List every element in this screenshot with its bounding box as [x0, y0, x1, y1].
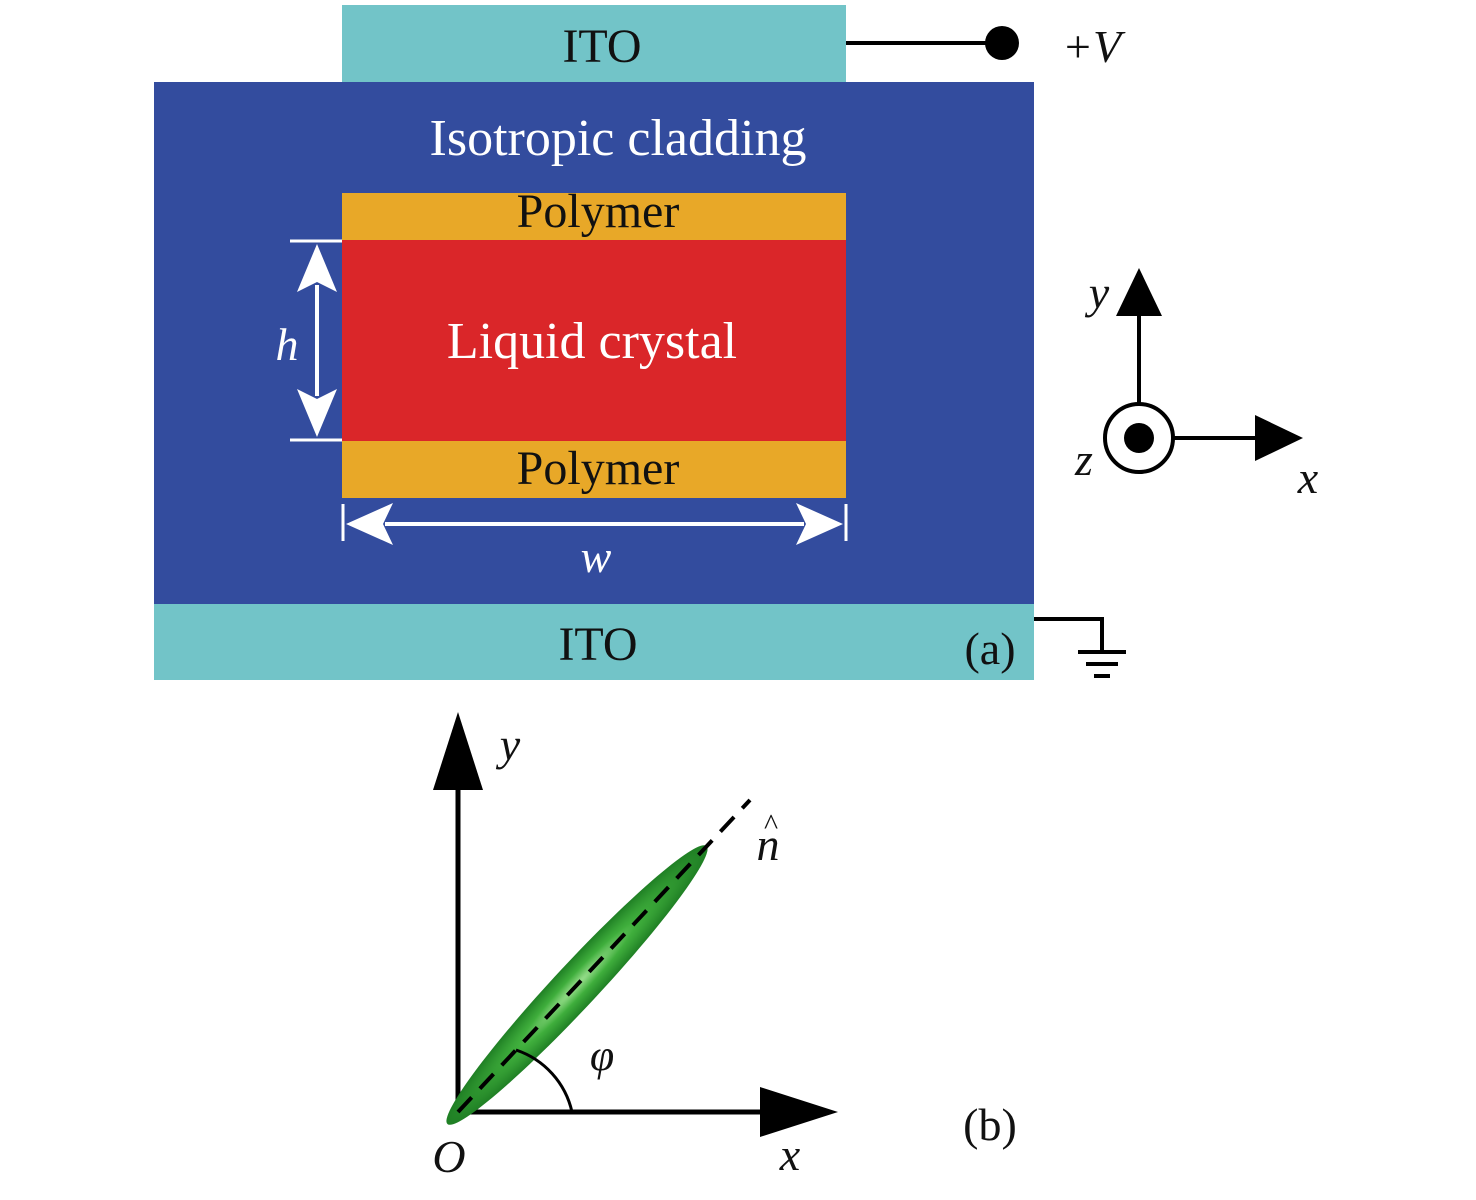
panel-b-label: (b) [963, 1099, 1017, 1150]
director-label: n [757, 819, 780, 870]
height-dimension [290, 239, 342, 442]
angle-label: φ [590, 1031, 614, 1080]
axis-a-x-label: x [1297, 452, 1319, 503]
top-ito-electrode [342, 5, 846, 82]
bottom-ito-electrode [154, 604, 1034, 680]
voltage-terminal-dot [985, 26, 1019, 60]
axis-a-y-label: y [1085, 267, 1110, 318]
width-symbol: w [581, 531, 612, 582]
height-symbol: h [276, 319, 299, 370]
height-arrow-down-icon [297, 389, 337, 437]
angle-arc [515, 1048, 574, 1113]
cladding-label: Isotropic cladding [430, 110, 807, 167]
liquid-crystal-core [342, 240, 846, 441]
liquid-crystal-label: Liquid crystal [447, 313, 737, 370]
polymer-layer-top [342, 193, 846, 240]
panel-a: ITO +V Isotropic cladding Polymer Liquid… [154, 5, 1319, 680]
origin-label: O [432, 1131, 465, 1182]
axis-b-x-label: x [779, 1129, 801, 1180]
axis-b-y-label: y [496, 719, 521, 770]
coordinate-axes-a [1103, 268, 1303, 474]
polymer-top-label: Polymer [517, 185, 680, 238]
ground-icon [1034, 617, 1126, 678]
polymer-bottom-label: Polymer [517, 442, 680, 495]
height-arrow-up-icon [297, 244, 337, 292]
axis-y-arrow-icon [1116, 268, 1162, 316]
polymer-layer-bottom [342, 441, 846, 498]
director-line [456, 798, 752, 1114]
bottom-ito-label: ITO [558, 618, 637, 671]
axis-x-arrow-icon [1255, 415, 1303, 461]
width-arrow-right-icon [796, 503, 843, 545]
panel-a-label: (a) [964, 623, 1015, 674]
width-dimension [341, 503, 848, 545]
axis-a-z-label: z [1074, 434, 1093, 485]
top-ito-label: ITO [562, 20, 641, 73]
width-arrow-left-icon [346, 503, 393, 545]
panel-b [433, 712, 838, 1137]
axis-b-y-arrow-icon [433, 712, 483, 790]
voltage-label: +V [1062, 21, 1126, 72]
director-hat: ^ [764, 808, 778, 841]
axis-b-x-arrow-icon [760, 1087, 838, 1137]
